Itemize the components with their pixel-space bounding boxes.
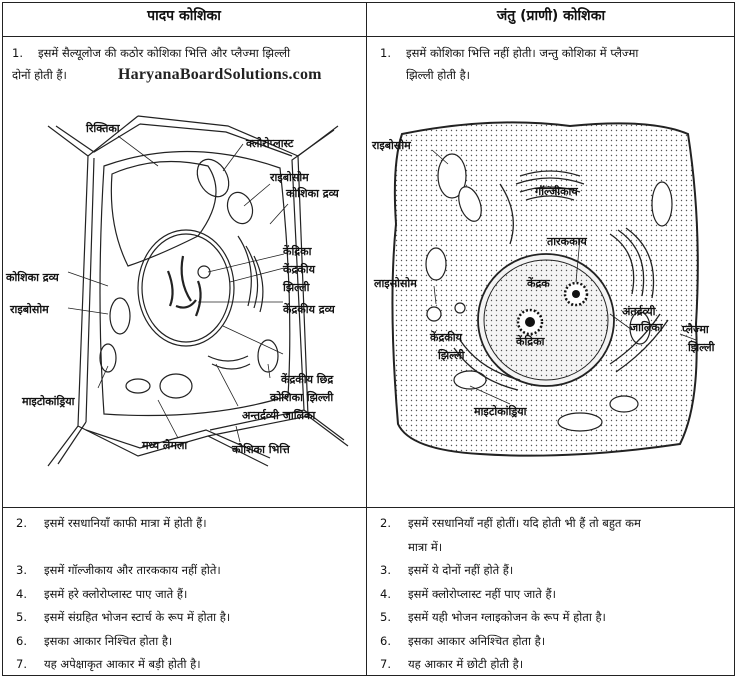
list-item: 2. इसमें रसधानियाँ काफी मात्रा में होती ह… <box>16 512 362 536</box>
animal-intro-line1: इसमें कोशिका भित्ति नहीं होती। जन्तु कोश… <box>406 46 639 60</box>
animal-label-nucleus: केंद्रक <box>527 277 550 290</box>
plant-label-nucleoplasm: केंद्रकीय द्रव्य <box>283 303 335 316</box>
point-text: इसमें यही भोजन ग्लाइकोजन के रूप में होता… <box>408 610 606 624</box>
plant-label-cytoplasm-left: कोशिका द्रव्य <box>6 271 59 284</box>
plant-label-vacuole: रिक्तिका <box>86 122 120 135</box>
list-item: 7. यह आकार में छोटी होती है। <box>380 653 730 677</box>
list-item: 6. इसका आकार अनिश्चित होता है। <box>380 630 730 654</box>
list-item: 7. यह अपेक्षाकृत आकार में बड़ी होती है। <box>16 653 362 677</box>
point-num: 2. <box>380 516 391 530</box>
plant-label-mitochondria: माइटोकांड्रिया <box>22 395 75 408</box>
point-text: यह अपेक्षाकृत आकार में बड़ी होती है। <box>44 657 201 671</box>
list-item: 6. इसका आकार निश्चित होता है। <box>16 630 362 654</box>
watermark: HaryanaBoardSolutions.com <box>118 66 322 83</box>
point-text: मात्रा में। <box>408 539 443 554</box>
point-text: इसमें संग्रहित भोजन स्टार्च के रूप में ह… <box>44 610 231 624</box>
plant-label-nucleolus: केंद्रिका <box>283 245 312 258</box>
point-text: इसका आकार निश्चित होता है। <box>44 633 173 648</box>
point-num: 2. <box>16 516 27 530</box>
plant-cell-diagram <box>47 115 349 467</box>
animal-label-ribosome: राइबोसोम <box>372 139 411 152</box>
list-item: 2. इसमें रसधानियाँ नहीं होतीं। यदि होती भ… <box>380 512 730 536</box>
point-num: 4. <box>380 586 391 601</box>
point-num: 5. <box>380 610 391 624</box>
point-text: इसमें गॉल्जीकाय और तारककाय नहीं होते। <box>44 563 221 577</box>
plant-label-ribosome-left: राइबोसोम <box>10 303 49 316</box>
point-text: इसका आकार अनिश्चित होता है। <box>408 633 546 648</box>
plant-intro: 1. इसमें सैल्यूलोज की कठोर कोशिका भित्ति … <box>12 42 362 86</box>
column-divider <box>366 2 367 676</box>
animal-label-mitochondria: माइटोकांड्रिया <box>474 405 527 418</box>
point-text: इसमें क्लोरोप्लास्ट नहीं पाए जाते हैं। <box>408 586 556 601</box>
animal-cell-header: जंतु (प्राणी) कोशिका <box>496 8 606 24</box>
point-text: इसमें रसधानियाँ काफी मात्रा में होती हैं… <box>44 516 207 530</box>
animal-points: 2. इसमें रसधानियाँ नहीं होतीं। यदि होती भ… <box>380 512 730 677</box>
point-text: इसमें हरे क्लोरोप्लास्ट पाए जाते हैं। <box>44 586 188 601</box>
animal-label-lysosome: लाइसोसोम <box>374 277 417 290</box>
point-num: 3. <box>16 563 27 577</box>
animal-intro: 1. इसमें कोशिका भित्ति नहीं होती। जन्तु क… <box>380 42 730 86</box>
animal-label-nuclear-membrane-1: केंद्रकीय <box>430 331 462 344</box>
list-item <box>16 536 362 560</box>
animal-cell-diagram <box>391 121 699 457</box>
point-num: 5. <box>16 610 27 624</box>
list-item: 5. इसमें संग्रहित भोजन स्टार्च के रूप में… <box>16 606 362 630</box>
plant-label-nuclear-membrane-1: केंद्रकीय <box>283 263 315 276</box>
plant-label-middle-lamella: मध्य लेमला <box>142 439 188 452</box>
animal-label-nuclear-membrane-2: झिल्ली <box>438 349 465 362</box>
plant-label-er: अन्तर्द्रव्यी जालिका <box>242 409 316 422</box>
plant-label-cell-wall: कोशिका भित्ति <box>232 443 290 456</box>
point-num: 7. <box>380 657 391 671</box>
plant-cell-header: पादप कोशिका <box>147 8 221 24</box>
animal-label-plasma-1: प्लैज्मा <box>682 323 709 336</box>
plant-label-ribosome-top: राइबोसोम <box>270 171 309 184</box>
point-num: 6. <box>380 633 391 648</box>
animal-label-golgi: गॉल्जीकाय <box>535 185 578 198</box>
plant-label-cell-membrane: कोशिका झिल्ली <box>270 391 334 404</box>
plant-points: 2. इसमें रसधानियाँ काफी मात्रा में होती ह… <box>16 512 362 677</box>
list-item: 3. इसमें ये दोनों नहीं होते हैं। <box>380 559 730 583</box>
list-item: 4. इसमें क्लोरोप्लास्ट नहीं पाए जाते हैं। <box>380 583 730 607</box>
plant-label-cytoplasm-right: कोशिका द्रव्य <box>286 187 339 200</box>
list-item: 5. इसमें यही भोजन ग्लाइकोजन के रूप में हो… <box>380 606 730 630</box>
plant-intro-num: 1. <box>12 46 23 60</box>
point-num: 3. <box>380 563 391 577</box>
point-num: 7. <box>16 657 27 671</box>
animal-label-centrosome: तारककाय <box>547 235 587 248</box>
point-num: 4. <box>16 586 27 601</box>
point-text: इसमें रसधानियाँ नहीं होतीं। यदि होती भी … <box>408 516 641 530</box>
point-text: यह आकार में छोटी होती है। <box>408 657 524 671</box>
plant-label-nuclear-membrane-2: झिल्ली <box>283 281 310 294</box>
animal-label-plasma-2: झिल्ली <box>688 341 715 354</box>
animal-intro-line2: झिल्ली होती है। <box>406 68 471 82</box>
list-item: मात्रा में। <box>380 536 730 560</box>
animal-label-nucleolus: केंद्रिका <box>516 335 545 348</box>
list-item: 4. इसमें हरे क्लोरोप्लास्ट पाए जाते हैं। <box>16 583 362 607</box>
plant-intro-line2: दोनों होती हैं। <box>12 68 67 82</box>
plant-intro-line1: इसमें सैल्यूलोज की कठोर कोशिका भित्ति और… <box>38 46 291 60</box>
plant-label-nuclear-pore: केंद्रकीय छिद्र <box>281 373 334 386</box>
section-divider <box>2 507 735 508</box>
animal-intro-num: 1. <box>380 46 391 60</box>
plant-label-chloroplast: क्लोरोप्लास्ट <box>246 137 294 150</box>
point-text: इसमें ये दोनों नहीं होते हैं। <box>408 563 514 577</box>
point-num: 6. <box>16 633 27 648</box>
header-divider <box>2 36 735 37</box>
animal-label-er-2: जालिका <box>630 321 663 334</box>
list-item: 3. इसमें गॉल्जीकाय और तारककाय नहीं होते। <box>16 559 362 583</box>
animal-label-er-1: अंतर्द्रव्यी <box>622 305 656 318</box>
